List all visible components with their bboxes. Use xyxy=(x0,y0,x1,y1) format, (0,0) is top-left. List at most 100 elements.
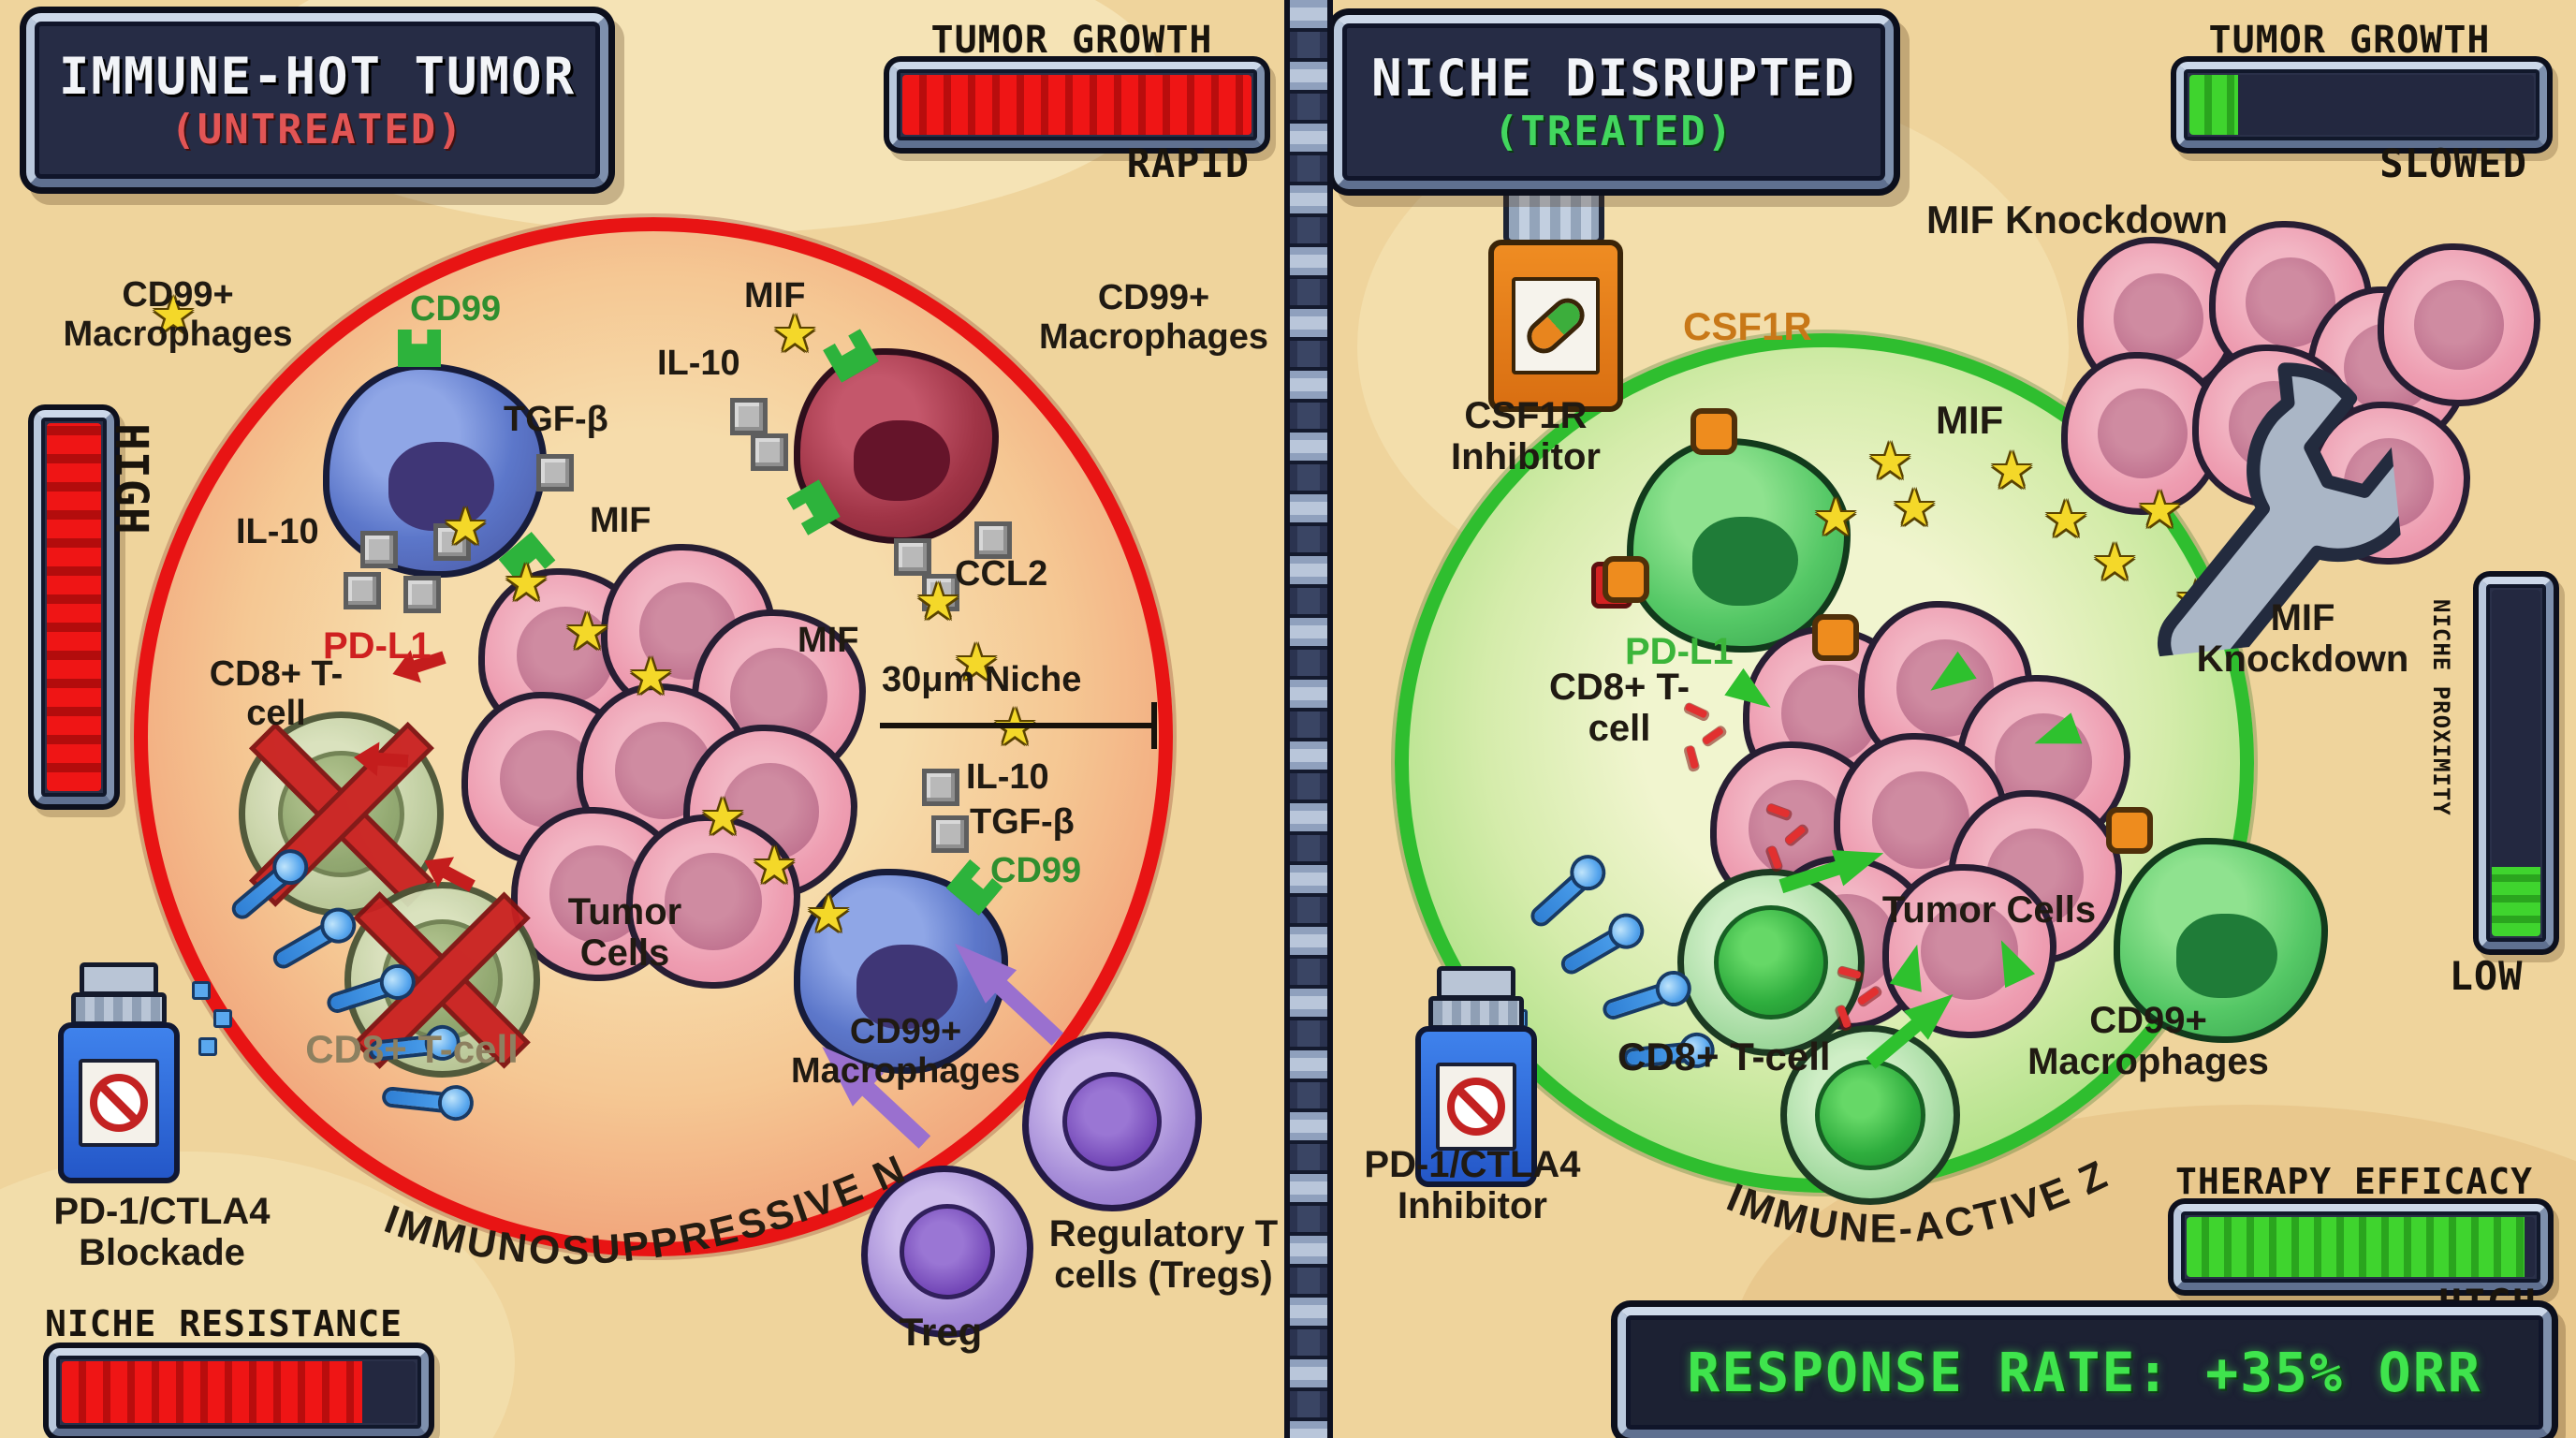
prohibition-icon xyxy=(1447,1078,1505,1136)
csf1r-inhibitor-bottle xyxy=(1488,187,1623,412)
macrophage-level-meter xyxy=(34,410,114,804)
niche-proximity-fill xyxy=(2492,867,2540,936)
cd8-tcell-suppressed xyxy=(239,712,444,917)
bottle-label xyxy=(1512,277,1600,374)
cytokine-square-icon xyxy=(360,531,398,568)
antibody-dot-icon xyxy=(213,1009,232,1028)
csf1r-receptor-icon xyxy=(1603,556,1649,603)
cytokine-square-icon xyxy=(536,454,574,492)
treg-cell xyxy=(1022,1032,1202,1211)
niche-resistance-label: NICHE RESISTANCE xyxy=(45,1303,403,1344)
cytokine-square-icon xyxy=(730,398,768,435)
treg-cell xyxy=(861,1166,1033,1338)
cd99-macrophages-label-bottom: CD99+ Macrophages xyxy=(791,1012,1020,1091)
cd8-tcell-label-right: CD8+ T-cell xyxy=(1548,667,1690,749)
therapy-efficacy-meter xyxy=(2174,1204,2548,1290)
tgf-beta-label-1: TGF-β xyxy=(504,400,608,439)
cytokine-square-icon xyxy=(751,433,788,471)
antibody-dot-icon xyxy=(192,981,211,1000)
vial-neck xyxy=(1428,996,1524,1030)
mif-knockdown-label-right: MIF Knockdown xyxy=(2196,597,2409,680)
tumor-growth-fill-left xyxy=(902,75,1251,135)
vial-cap xyxy=(80,962,158,996)
cd8-tcell-label-left: CD8+ T-cell xyxy=(209,654,344,733)
cd8-tcell-suppressed-label: CD8+ T-cell xyxy=(305,1027,519,1071)
cd8-tcell-label-bottom-right: CD8+ T-cell xyxy=(1617,1034,1831,1078)
cytokine-square-icon xyxy=(344,572,381,609)
cytokine-square-icon xyxy=(894,538,931,576)
tumor-growth-label-right: TUMOR GROWTH xyxy=(2208,19,2491,62)
mif-star-icon xyxy=(806,889,851,940)
macrophage-green xyxy=(2114,838,2328,1043)
mif-label-center: MIF xyxy=(590,501,651,540)
right-subtitle: (TREATED) xyxy=(1493,108,1734,155)
bottle-body xyxy=(1488,240,1623,412)
antibody-dot-icon xyxy=(198,1037,217,1056)
mif-knockdown-label-top: MIF Knockdown xyxy=(1926,198,2228,242)
tumor-cell xyxy=(2378,243,2540,406)
macrophage-level-fill xyxy=(47,423,101,791)
mif-label-right: MIF xyxy=(798,621,859,660)
niche-proximity-status: LOW xyxy=(2449,953,2524,999)
ccl2-label: CCL2 xyxy=(955,554,1048,594)
mif-star-icon xyxy=(628,652,673,702)
mif-star-icon xyxy=(752,841,797,891)
cd99-receptor-label-bottom: CD99 xyxy=(990,851,1082,890)
mif-star-icon xyxy=(2043,494,2088,545)
mif-star-icon xyxy=(700,792,745,843)
tumor-cells-label-left: Tumor Cells xyxy=(567,891,682,974)
vial-body xyxy=(58,1022,180,1183)
mif-star-icon xyxy=(443,502,488,552)
pdl1-label-left: PD-L1 xyxy=(323,625,432,667)
mif-label-top: MIF xyxy=(744,276,806,315)
pd1-ctla4-inhibitor-vial xyxy=(1415,966,1537,1187)
cytokine-square-icon xyxy=(922,769,959,806)
niche-resistance-meter xyxy=(49,1348,429,1436)
left-title: IMMUNE-HOT TUMOR xyxy=(58,47,577,106)
tumor-growth-meter-right xyxy=(2176,62,2547,148)
right-title: NICHE DISRUPTED xyxy=(1371,49,1856,108)
tregs-full-label: Regulatory T cells (Tregs) xyxy=(1048,1213,1279,1296)
vial-body xyxy=(1415,1026,1537,1187)
cd99-receptor-label: CD99 xyxy=(410,289,502,329)
tumor-growth-label-left: TUMOR GROWTH xyxy=(930,19,1213,62)
mif-star-icon xyxy=(1892,483,1937,534)
csf1r-receptor-icon xyxy=(1690,408,1737,455)
tumor-growth-status-left: RAPID xyxy=(1126,140,1250,186)
vial-neck xyxy=(71,992,167,1026)
left-title-banner: IMMUNE-HOT TUMOR (UNTREATED) xyxy=(26,13,608,187)
response-rate-text: RESPONSE RATE: +35% ORR xyxy=(1687,1341,2482,1404)
niche-proximity-meter xyxy=(2479,577,2554,949)
vial-label xyxy=(79,1059,159,1147)
vial-cap xyxy=(1437,966,1515,1000)
vial-label xyxy=(1436,1063,1516,1151)
left-subtitle: (UNTREATED) xyxy=(170,106,464,154)
bottle-cap xyxy=(1503,187,1604,245)
cd99-macrophages-label-top-left: CD99+ Macrophages xyxy=(63,275,293,354)
therapy-efficacy-label: THERAPY EFFICACY xyxy=(2174,1161,2534,1202)
right-title-banner: NICHE DISRUPTED (TREATED) xyxy=(1334,15,1894,189)
cytokine-square-icon xyxy=(974,521,1012,559)
mif-star-icon xyxy=(1813,492,1858,543)
cd8-tcell-active xyxy=(1677,869,1865,1056)
tumor-growth-status-right: SLOWED xyxy=(2379,140,2527,186)
csf1r-receptor-icon xyxy=(1812,614,1859,661)
tumor-growth-fill-right xyxy=(2189,75,2238,135)
tumor-cell xyxy=(1882,864,2056,1038)
capsule-icon xyxy=(1527,298,1585,354)
pd1-inhibitor-label: PD-1/CTLA4 Inhibitor xyxy=(1364,1144,1581,1226)
scale-bar-line xyxy=(880,723,1157,728)
prohibition-icon xyxy=(90,1074,148,1132)
mif-star-icon xyxy=(772,309,817,360)
csf1r-receptor-label: CSF1R xyxy=(1683,304,1812,348)
cytokine-square-icon xyxy=(931,815,969,853)
mif-star-icon xyxy=(1867,436,1912,487)
pd1-ctla4-blockade-vial xyxy=(58,962,180,1183)
scale-bar-tick xyxy=(1151,702,1157,749)
il10-label-top: IL-10 xyxy=(657,344,740,383)
blockade-label: PD-1/CTLA4 Blockade xyxy=(53,1191,271,1273)
macrophage-level-label: HIGH xyxy=(105,423,157,536)
mif-star-icon xyxy=(1989,446,2034,496)
csf1r-receptor-icon xyxy=(2106,807,2153,854)
